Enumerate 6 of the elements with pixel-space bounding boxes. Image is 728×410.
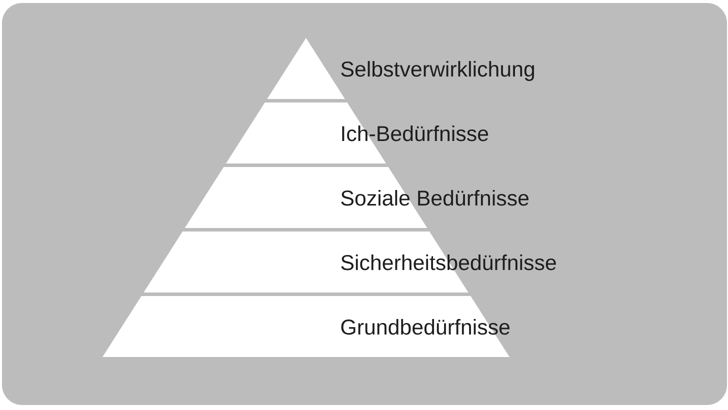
pyramid-level: Ich-Bedürfnisse — [226, 102, 488, 164]
pyramid-level: Sicherheitsbedürfnisse — [144, 232, 556, 292]
pyramid-level: Selbstverwirklichung — [267, 38, 534, 99]
node-label: Selbstverwirklichung — [341, 60, 534, 81]
pyramid-level: Soziale Bedürfnisse — [184, 167, 529, 228]
pyramid-level: Grundbedürfnisse — [102, 296, 510, 357]
